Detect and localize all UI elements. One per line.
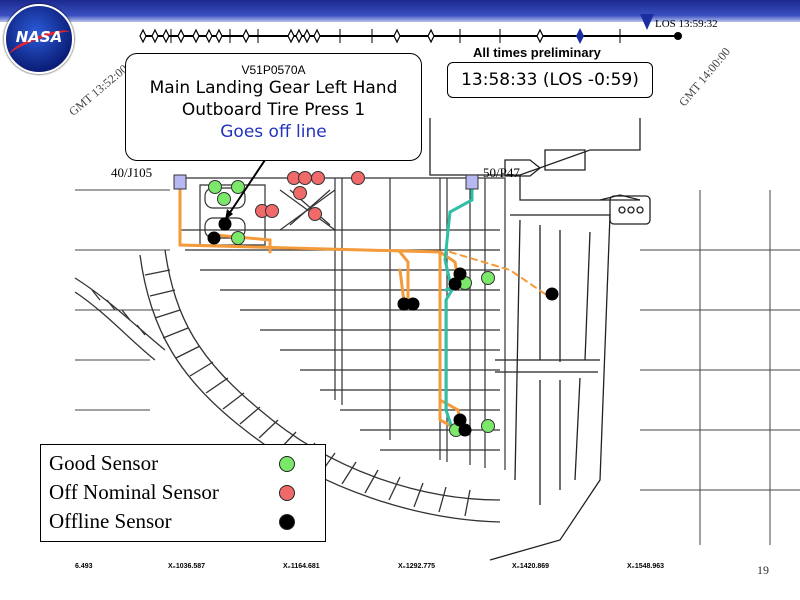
connector-right-label: 50/P47 xyxy=(483,165,520,180)
x-station-label: 6.493 xyxy=(75,563,93,570)
sensor-good xyxy=(217,192,231,206)
page-number: 19 xyxy=(757,563,769,577)
legend-off-nominal-label: Off Nominal Sensor xyxy=(49,480,219,504)
callout-line-2: Outboard Tire Press 1 xyxy=(181,100,366,120)
sensor-off-nominal xyxy=(351,171,365,185)
sensor-offline xyxy=(207,231,221,245)
callout-line-1: Main Landing Gear Left Hand xyxy=(149,78,398,98)
connector-50-p47 xyxy=(465,174,479,190)
background-grid xyxy=(75,189,800,545)
legend-off-nominal-swatch xyxy=(279,485,295,501)
los-marker-icon xyxy=(640,14,654,30)
timeline-end-dot xyxy=(674,32,682,40)
sensor-good xyxy=(231,231,245,245)
callout-pointer xyxy=(224,159,266,221)
x-station-label: X₀1164.681 xyxy=(283,563,320,570)
current-time-marker xyxy=(576,28,584,44)
los-label: LOS 13:59:32 xyxy=(655,18,718,30)
sensor-off-nominal xyxy=(293,186,307,200)
header-band xyxy=(0,0,800,22)
sensor-good xyxy=(231,180,245,194)
callout-status: Goes off line xyxy=(220,122,327,142)
legend-good-label: Good Sensor xyxy=(49,451,159,475)
sensor-callout: V51P0570A Main Landing Gear Left Hand Ou… xyxy=(125,53,422,161)
nasa-logo: NASA xyxy=(4,4,74,74)
connector-left-label: 40/J105 xyxy=(111,165,153,180)
sensors-off-nominal[interactable] xyxy=(255,171,365,221)
legend-offline-label: Offline Sensor xyxy=(49,509,172,533)
timeline-event-markers xyxy=(139,28,544,44)
sensor-off-nominal xyxy=(265,204,279,218)
sensor-offline xyxy=(453,267,467,281)
x-station-label: X₀1420.869 xyxy=(512,563,550,570)
sensor-offline xyxy=(453,413,467,427)
callout-arrowhead xyxy=(225,209,233,220)
sensor-offline-v51p0570a xyxy=(218,217,232,231)
x-station-label: X₀1548.963 xyxy=(627,563,665,570)
logo-text: NASA xyxy=(15,28,63,46)
sensor-offline xyxy=(406,297,420,311)
connectors xyxy=(173,174,479,190)
sensor-good xyxy=(481,271,495,285)
sensor-off-nominal xyxy=(308,207,322,221)
sensor-off-nominal xyxy=(311,171,325,185)
fuselage-skin xyxy=(74,249,501,523)
wire-harness xyxy=(178,186,549,430)
sensors-good[interactable] xyxy=(208,180,495,437)
legend-offline-swatch xyxy=(279,514,295,530)
callout-sensor-id: V51P0570A xyxy=(241,63,306,77)
sensor-offline xyxy=(448,277,462,291)
x-station-label: X₀1036.587 xyxy=(168,563,206,570)
timeline xyxy=(139,14,682,44)
sensor-off-nominal xyxy=(298,171,312,185)
sensor-good xyxy=(481,419,495,433)
connector-40-j105 xyxy=(173,174,187,190)
mission-clock: 13:58:33 (LOS -0:59) xyxy=(447,62,653,98)
x-station-label: X₀1292.775 xyxy=(398,563,436,570)
wing-structure xyxy=(429,118,651,561)
sensor-good xyxy=(208,180,222,194)
sensor-offline xyxy=(397,297,411,311)
sensor-offline xyxy=(545,287,559,301)
legend-good-swatch xyxy=(279,456,295,472)
sensors-offline[interactable] xyxy=(207,217,559,437)
sensor-offline xyxy=(458,423,472,437)
legend: Good Sensor Off Nominal Sensor Offline S… xyxy=(40,444,326,542)
preliminary-note: All times preliminary xyxy=(473,45,601,60)
